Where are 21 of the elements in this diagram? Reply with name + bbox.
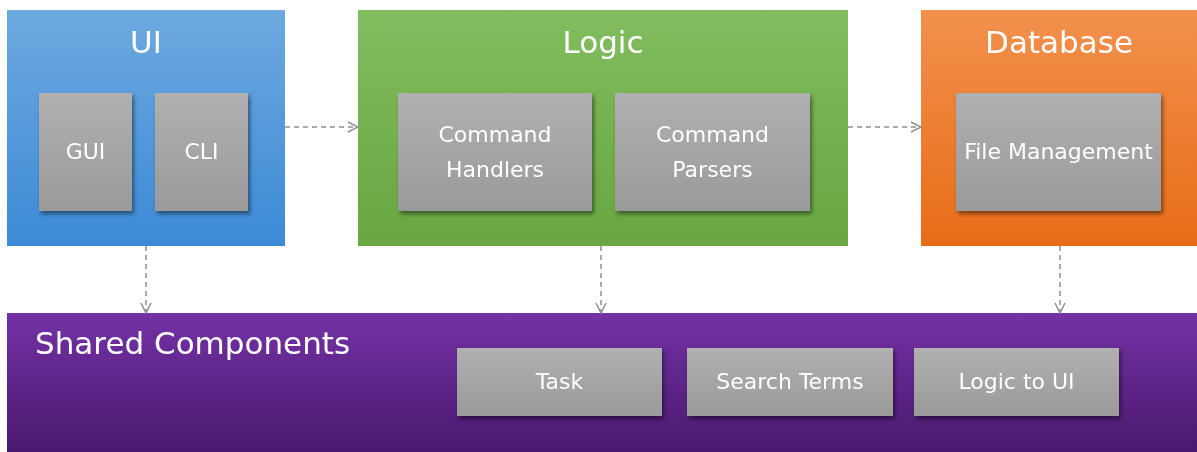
component-box: Logic to UI <box>914 348 1119 416</box>
panel-title: Database <box>985 24 1133 60</box>
container-panel <box>7 313 1197 452</box>
component-box: Search Terms <box>687 348 893 416</box>
arrow <box>1054 245 1066 314</box>
container-panel <box>358 10 848 246</box>
component-box: GUI <box>39 93 132 211</box>
arrow <box>284 121 359 133</box>
component-box: Task <box>457 348 662 416</box>
arrow <box>847 121 922 133</box>
panel-title: Logic <box>562 24 644 60</box>
panel-title: Shared Components <box>35 325 351 361</box>
component-box: Command Parsers <box>615 93 810 211</box>
panel-title: UI <box>130 24 162 60</box>
container-panel <box>921 10 1197 246</box>
arrow <box>140 245 152 314</box>
arrow <box>595 245 607 314</box>
container-panel <box>7 10 285 246</box>
component-box: File Management <box>956 93 1161 211</box>
component-box: CLI <box>155 93 248 211</box>
component-box: Command Handlers <box>398 93 592 211</box>
